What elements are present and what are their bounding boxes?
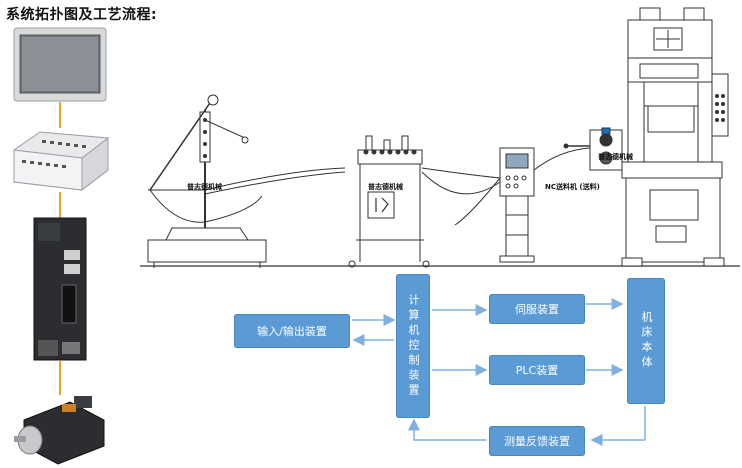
- servo-device-box: 伺服装置: [489, 294, 585, 324]
- flow-arrows: [352, 298, 646, 446]
- plc-device-box: PLC装置: [489, 355, 585, 385]
- material-strip: [204, 167, 346, 191]
- control-cabinet-icon: [499, 147, 535, 263]
- feedback-device-box: 测量反馈装置: [489, 426, 585, 456]
- hmi-touchscreen-icon: [13, 27, 107, 102]
- press-machine-icon: [621, 7, 729, 267]
- machine-body-box: 机床本体: [627, 278, 665, 404]
- leveler-label: 普志德机械: [368, 183, 403, 191]
- uncoiler-label: 普志德机械: [187, 183, 222, 191]
- material-loop: [421, 167, 501, 226]
- feeder-label: NC送料机 (送料): [545, 183, 600, 191]
- computer-control-box: 计算机控制装置: [396, 274, 430, 418]
- leveler-machine-icon: [348, 135, 430, 268]
- nc-feeder-icon: [563, 127, 623, 171]
- servo-drive-icon: [33, 217, 87, 361]
- feeder-brand-label: 普志德机械: [598, 153, 633, 161]
- uncoiler-machine-icon: [147, 94, 267, 268]
- page-title: 系统拓扑图及工艺流程:: [6, 7, 158, 23]
- plc-module-icon: [13, 131, 109, 192]
- servo-motor-icon: [14, 396, 105, 465]
- io-device-box: 输入/输出装置: [234, 314, 350, 348]
